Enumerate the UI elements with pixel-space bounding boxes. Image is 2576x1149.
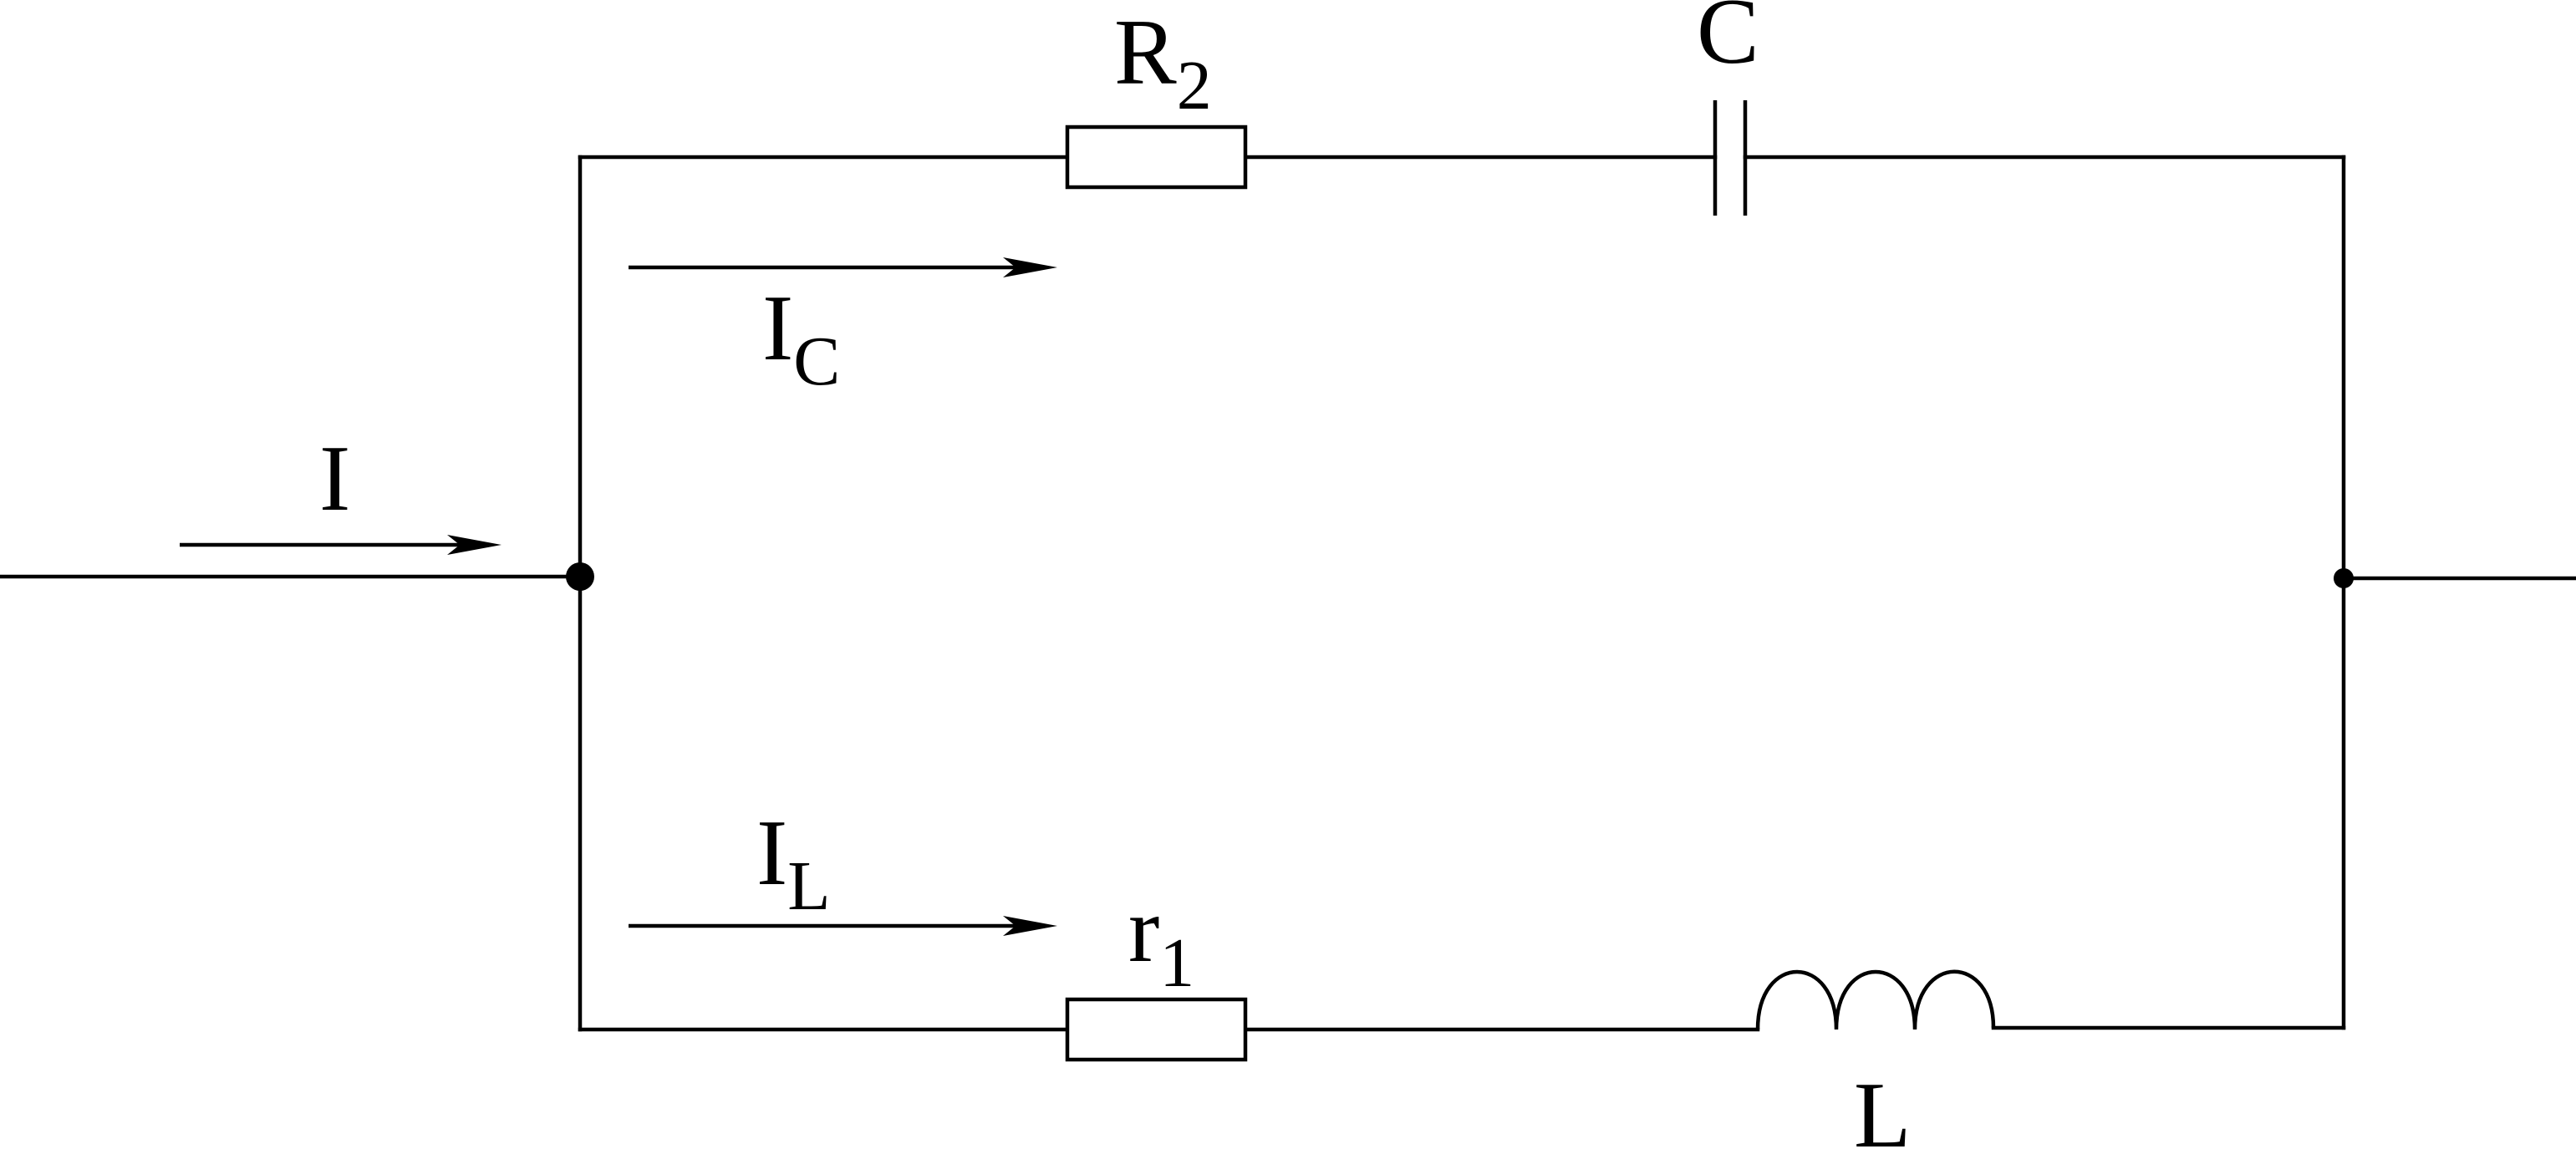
resistor-r1 xyxy=(1065,997,1248,1062)
arrow-ic xyxy=(629,257,1057,277)
capacitor-c xyxy=(1713,100,1748,216)
right-junction-dot xyxy=(2334,568,2354,588)
left-junction-dot xyxy=(566,562,594,591)
resistor-r2 xyxy=(1065,125,1248,190)
label-l: L xyxy=(1854,1064,1911,1149)
label-r2: R2 xyxy=(1114,1,1212,125)
label-r1: r1 xyxy=(1128,878,1194,1002)
label-i: I xyxy=(319,427,350,531)
label-c: C xyxy=(1697,0,1759,84)
arrow-il xyxy=(629,916,1057,936)
arrow-i xyxy=(180,535,501,555)
label-il: IL xyxy=(756,801,831,925)
label-ic: IC xyxy=(762,277,840,400)
inductor-l xyxy=(1755,969,1996,1030)
